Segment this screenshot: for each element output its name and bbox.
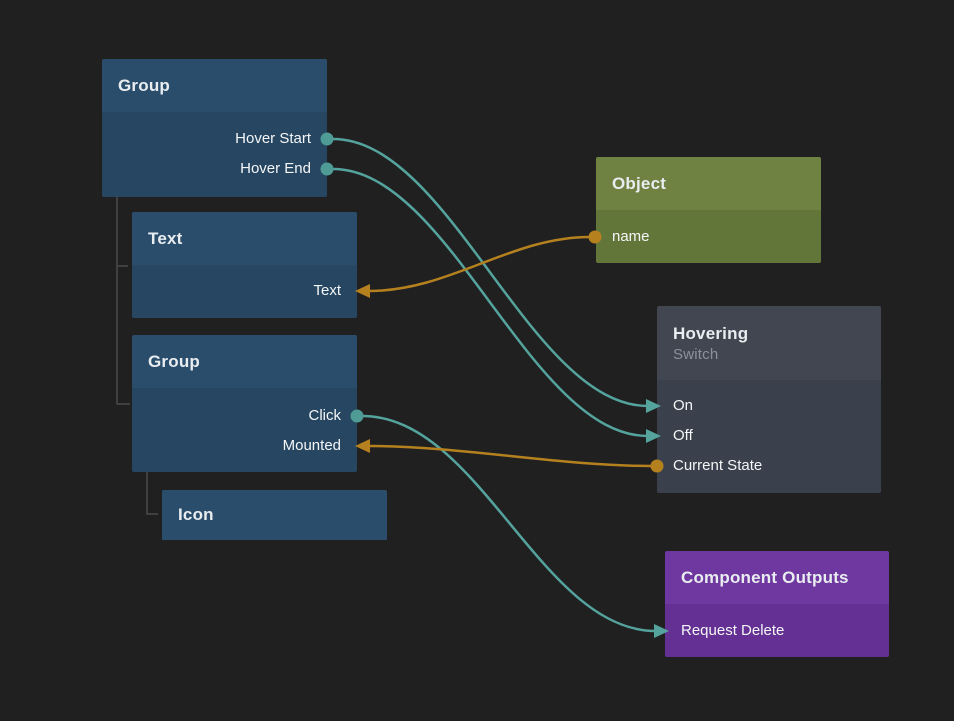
node-hovering-title: Hovering (673, 323, 749, 343)
port-request-delete[interactable]: Request Delete (681, 622, 785, 639)
input-arrow-text[interactable] (355, 284, 370, 298)
node-hovering-subtitle: Switch (673, 345, 719, 363)
node-hovering-body: On Off Current State (657, 380, 881, 493)
port-off[interactable]: Off (673, 427, 693, 444)
node-component-outputs-body: Request Delete (665, 604, 889, 657)
node-group-2-body: Click Mounted (132, 388, 357, 472)
port-text[interactable]: Text (313, 282, 341, 299)
node-icon[interactable]: Icon (162, 490, 387, 540)
node-group-1-body: Hover Start Hover End (102, 112, 327, 197)
node-text[interactable]: Text Text (132, 212, 357, 318)
connection-click-to-request-delete[interactable] (361, 414, 657, 633)
node-text-body: Text (132, 265, 357, 318)
hierarchy-line-group2-to-icon (146, 472, 158, 515)
node-object-title[interactable]: Object (596, 157, 821, 210)
node-object[interactable]: Object name (596, 157, 821, 263)
node-hovering[interactable]: Hovering Switch On Off Current State (657, 306, 881, 493)
node-object-body: name (596, 210, 821, 263)
port-current-state[interactable]: Current State (673, 457, 763, 474)
node-group-1[interactable]: Group Hover Start Hover End (102, 59, 327, 197)
port-hover-end[interactable]: Hover End (240, 160, 311, 177)
node-icon-title[interactable]: Icon (162, 490, 387, 540)
node-text-title[interactable]: Text (132, 212, 357, 265)
port-on[interactable]: On (673, 397, 694, 414)
node-group-2-title[interactable]: Group (132, 335, 357, 388)
port-name[interactable]: name (612, 228, 650, 245)
node-group-2[interactable]: Group Click Mounted (132, 335, 357, 472)
hierarchy-line-group1-to-group2 (116, 197, 130, 405)
node-component-outputs[interactable]: Component Outputs Request Delete (665, 551, 889, 657)
connection-current-state-to-mounted[interactable] (368, 444, 652, 468)
node-component-outputs-title[interactable]: Component Outputs (665, 551, 889, 604)
port-mounted[interactable]: Mounted (282, 437, 341, 454)
node-hovering-header[interactable]: Hovering Switch (657, 306, 881, 380)
node-group-1-title[interactable]: Group (102, 59, 327, 112)
input-arrow-mounted[interactable] (355, 439, 370, 453)
port-click[interactable]: Click (308, 407, 342, 424)
connection-name-to-text[interactable] (368, 235, 591, 293)
port-hover-start[interactable]: Hover Start (235, 130, 311, 147)
